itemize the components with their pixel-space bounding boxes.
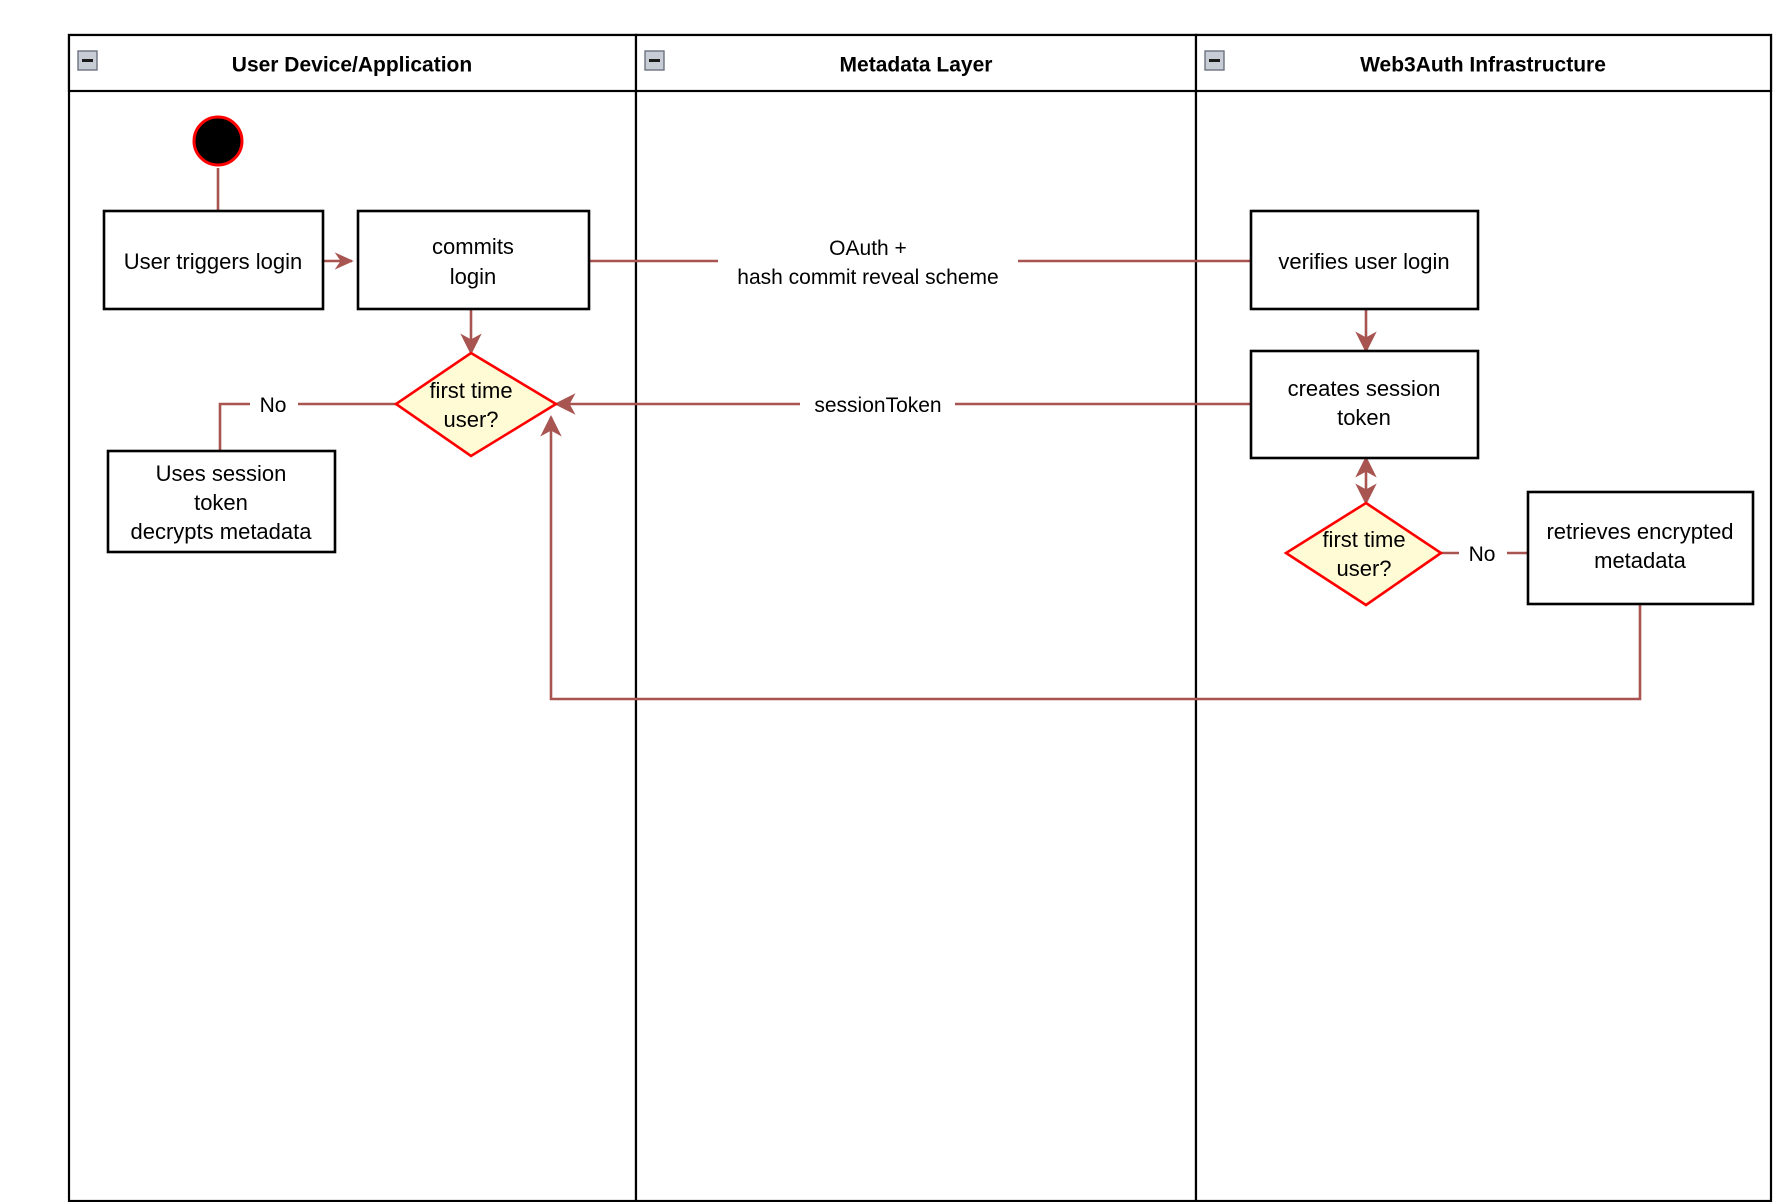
activity-retrieves-encrypted-metadata-label-line1: retrieves encrypted: [1546, 519, 1733, 544]
edge-label-no-right-text: No: [1469, 543, 1496, 566]
decision-first-time-user-web3auth[interactable]: first time user?: [1283, 501, 1444, 607]
edge-label-oauth: OAuth + hash commit reveal scheme: [718, 232, 1018, 294]
activity-creates-session-token-label-line2: token: [1337, 405, 1391, 430]
edge-label-no-left-text: No: [260, 394, 287, 417]
edge-label-session-token-line1: sessionToken: [814, 394, 941, 417]
decision-first-time-user-web3auth-label-line2: user?: [1336, 556, 1391, 581]
activity-user-triggers-login[interactable]: User triggers login: [102, 209, 325, 311]
edge-label-no-right: No: [1459, 538, 1507, 568]
activity-user-triggers-login-label: User triggers login: [124, 249, 303, 274]
activity-commits-login-label-line2: login: [450, 264, 496, 289]
lane-title-web3auth: Web3Auth Infrastructure: [1360, 54, 1606, 77]
activity-commits-login[interactable]: commits login: [356, 209, 591, 311]
activity-uses-session-token-label-line1: Uses session: [156, 461, 287, 486]
decision-first-time-user-web3auth-label-line1: first time: [1322, 527, 1405, 552]
activity-commits-login-label-line1: commits: [432, 234, 514, 259]
decision-first-time-user-device-label-line2: user?: [443, 407, 498, 432]
decision-first-time-user-device-label-line1: first time: [429, 378, 512, 403]
initial-node[interactable]: [192, 115, 244, 167]
edge-label-oauth-line2: hash commit reveal scheme: [737, 266, 998, 289]
lane-title-metadata: Metadata Layer: [840, 54, 993, 77]
activity-creates-session-token-label-line1: creates session: [1288, 376, 1441, 401]
lane-header-web3auth: [1194, 33, 1773, 93]
activity-retrieves-encrypted-metadata[interactable]: retrieves encrypted metadata: [1526, 490, 1755, 606]
activity-creates-session-token[interactable]: creates session token: [1249, 349, 1480, 460]
edge-label-session-token: sessionToken: [800, 388, 955, 419]
activity-uses-session-token[interactable]: Uses session token decrypts metadata: [106, 449, 337, 554]
lane-header-metadata: [634, 33, 1198, 93]
lane-body-metadata: [634, 33, 1198, 1202]
activity-verifies-user-login-label: verifies user login: [1278, 249, 1449, 274]
collapse-minus-icon-user-device[interactable]: [77, 50, 98, 71]
collapse-minus-icon-metadata[interactable]: [644, 50, 665, 71]
activity-verifies-user-login[interactable]: verifies user login: [1249, 209, 1480, 311]
edge-label-oauth-line1: OAuth +: [829, 237, 907, 260]
activity-uses-session-token-label-line2: token: [194, 490, 248, 515]
activity-retrieves-encrypted-metadata-label-line2: metadata: [1594, 548, 1686, 573]
collapse-minus-icon-web3auth[interactable]: [1204, 50, 1225, 71]
edge-label-no-left: No: [250, 389, 298, 419]
activity-uses-session-token-label-line3: decrypts metadata: [131, 519, 313, 544]
edge-retrieves-metadata-to-decision-user: [540, 415, 1642, 701]
edge-decision-user-no-to-uses-session-token: [218, 402, 396, 451]
lane-title-user-device: User Device/Application: [232, 54, 472, 77]
decision-first-time-user-device[interactable]: first time user?: [393, 351, 559, 458]
